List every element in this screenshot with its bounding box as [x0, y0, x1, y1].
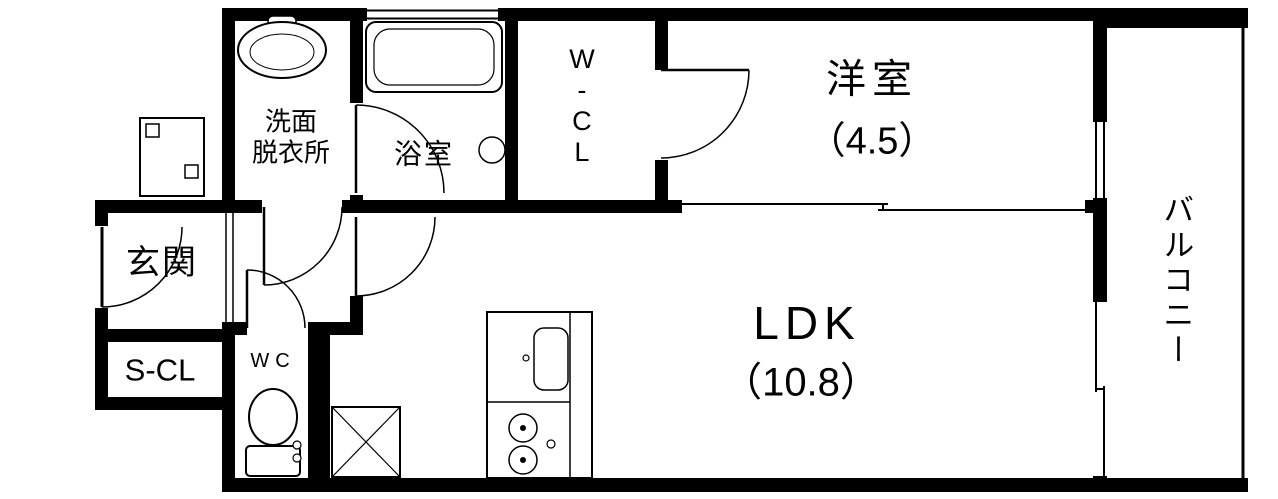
stove-burners-icon: [508, 413, 556, 475]
ldk-size: （10.8）: [722, 360, 880, 405]
washroom-label: 洗面 脱衣所: [252, 106, 330, 167]
walls: [95, 8, 1248, 492]
washroom-label-line2: 脱衣所: [251, 137, 331, 167]
washroom-label-line1: 洗面: [264, 106, 318, 137]
kitchen-counter: [486, 311, 593, 479]
bath-stool-icon: [478, 136, 506, 164]
closet-door-swing: [660, 68, 750, 159]
toilet-room-label: WC: [250, 350, 296, 373]
toilet-icon: [245, 388, 302, 477]
toilet-door-swing: [245, 269, 306, 329]
bedroom-window: [1093, 120, 1107, 200]
ldk-sliding-window: [1093, 300, 1107, 478]
western-room-size: （4.5）: [807, 120, 937, 163]
entrance-step-lines: [225, 213, 234, 322]
ldk-door-swing: [354, 216, 436, 297]
shoes-closet-label: S-CL: [124, 352, 196, 388]
bathroom-door-swing: [354, 104, 445, 194]
bathtub-icon: [365, 21, 503, 93]
entrance-label: 玄関: [126, 243, 198, 282]
bathroom-label: 浴室: [393, 138, 455, 170]
washbasin-icon: [237, 15, 327, 79]
refrigerator-space-icon: [331, 406, 401, 478]
walk-in-closet-label: W-CL: [566, 44, 597, 168]
bedroom-ldk-sliding-partition: [682, 203, 1085, 211]
ldk-label: LDK: [753, 296, 861, 349]
washroom-door-swing: [262, 206, 343, 286]
entrance-door-swing: [100, 226, 183, 308]
kitchen-sink-icon: [533, 327, 569, 391]
balcony-label: バルコニー: [1158, 193, 1194, 369]
meter-box-icon: [139, 117, 205, 197]
bath-window: [365, 8, 500, 21]
western-room-label: 洋室: [826, 57, 918, 102]
